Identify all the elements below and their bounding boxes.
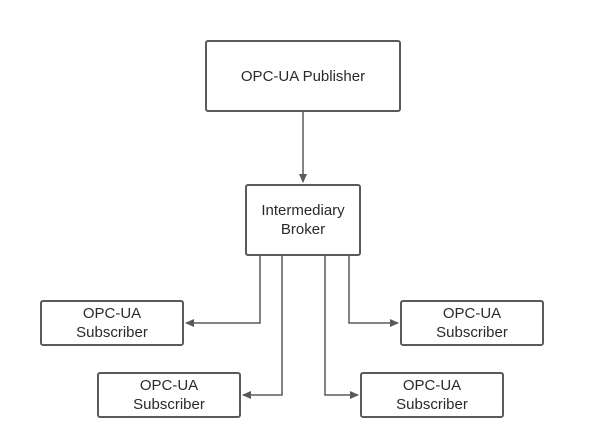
subscriber-label-line1: OPC-UA <box>82 305 142 322</box>
publisher-node: OPC-UA Publisher <box>205 40 401 112</box>
subscriber-node-left-bottom: OPC-UA Subscriber <box>97 372 241 418</box>
subscriber-node-left-top: OPC-UA Subscriber <box>40 300 184 346</box>
subscriber-node-right-bottom: OPC-UA Subscriber <box>360 372 504 418</box>
broker-node: Intermediary Broker <box>245 184 361 256</box>
subscriber-label-line2: Subscriber <box>133 396 205 413</box>
subscriber-node-right-top: OPC-UA Subscriber <box>400 300 544 346</box>
arrow-broker-to-sub-left-top <box>185 256 261 327</box>
broker-label-line1: Intermediary <box>261 202 345 219</box>
arrow-broker-to-sub-right-top <box>348 256 399 327</box>
subscriber-label-line1: OPC-UA <box>442 305 502 322</box>
broker-label-line2: Broker <box>280 221 326 238</box>
subscriber-label-line1: OPC-UA <box>139 377 199 394</box>
subscriber-label-line1: OPC-UA <box>402 377 462 394</box>
publisher-label: OPC-UA Publisher <box>240 67 366 85</box>
subscriber-label-line2: Subscriber <box>76 324 148 341</box>
arrow-broker-to-sub-left-bottom <box>242 256 283 399</box>
subscriber-label-line2: Subscriber <box>396 396 468 413</box>
arrow-broker-to-sub-right-bottom <box>324 256 359 399</box>
subscriber-label-line2: Subscriber <box>436 324 508 341</box>
